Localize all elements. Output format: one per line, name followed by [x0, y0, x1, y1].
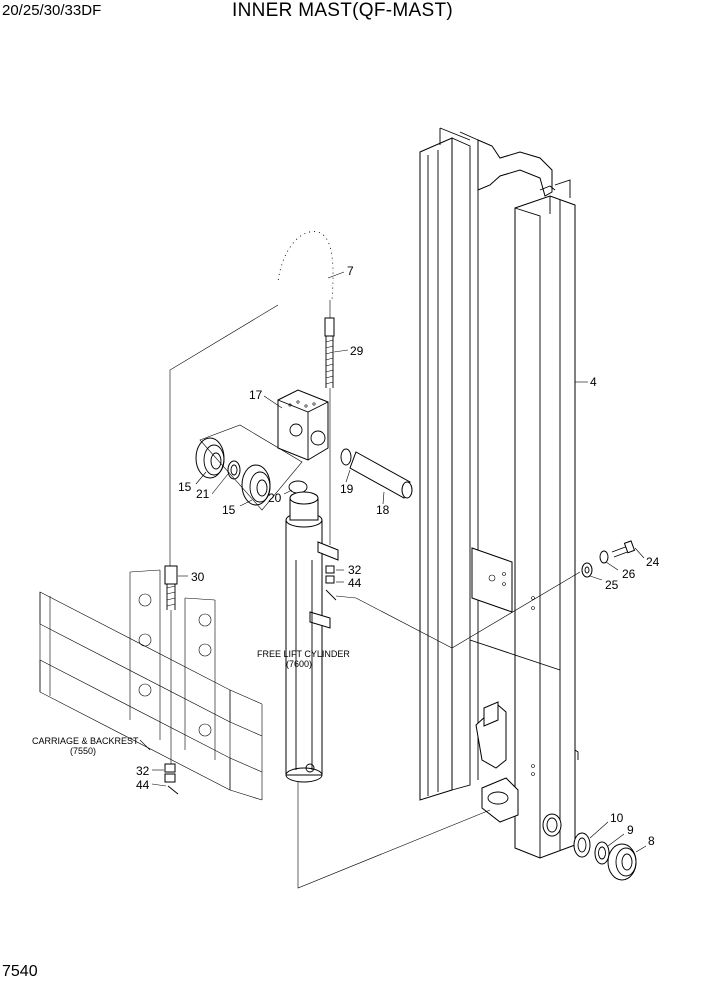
- free-lift-cylinder[interactable]: [285, 491, 339, 783]
- roller-bracket[interactable]: [277, 389, 329, 461]
- lift-chain[interactable]: [276, 230, 335, 301]
- page-number: 7540: [2, 963, 38, 980]
- nuts-32-lower[interactable]: [164, 763, 176, 783]
- callout-25[interactable]: 25: [605, 578, 619, 592]
- roller-15-upper[interactable]: [195, 437, 225, 479]
- snap-ring-20[interactable]: [288, 480, 308, 494]
- washer-21[interactable]: [227, 460, 241, 480]
- callout-18[interactable]: 18: [376, 503, 390, 517]
- callout-21[interactable]: 21: [196, 487, 210, 501]
- callout-17[interactable]: 17: [249, 388, 263, 402]
- bolt-24[interactable]: [611, 540, 636, 558]
- callout-26[interactable]: 26: [622, 567, 636, 581]
- leader-lines: [139, 271, 647, 889]
- callout-44-upper[interactable]: 44: [348, 576, 362, 590]
- callout-30[interactable]: 30: [191, 570, 205, 584]
- callout-20[interactable]: 20: [268, 491, 282, 505]
- cotter-pin-44-lower[interactable]: [167, 785, 179, 795]
- callouts: 4 7 29 17 15 21 20 15 19 18 30 32 44 32 …: [136, 264, 660, 848]
- carriage-backrest-code[interactable]: (7550): [70, 746, 96, 756]
- callout-32-lower[interactable]: 32: [136, 764, 150, 778]
- callout-32-upper[interactable]: 32: [348, 563, 362, 577]
- bearing-8[interactable]: [607, 843, 637, 881]
- callout-4[interactable]: 4: [590, 375, 597, 389]
- page-title: INNER MAST(QF-MAST): [232, 0, 454, 21]
- nuts-32-upper[interactable]: [325, 565, 335, 584]
- callout-44-lower[interactable]: 44: [136, 778, 150, 792]
- free-lift-cylinder-code[interactable]: (7600): [286, 659, 312, 669]
- adjusting-bolt-30[interactable]: [164, 565, 178, 610]
- callout-15-upper[interactable]: 15: [178, 480, 192, 494]
- cotter-pin-44-upper[interactable]: [325, 589, 337, 601]
- callout-10[interactable]: 10: [610, 811, 624, 825]
- carriage-backrest[interactable]: [39, 569, 263, 801]
- roller-15-lower[interactable]: [241, 464, 271, 506]
- washer-10[interactable]: [573, 832, 591, 858]
- callout-19[interactable]: 19: [340, 482, 354, 496]
- callout-7[interactable]: 7: [347, 264, 354, 278]
- carriage-backrest-label[interactable]: CARRIAGE & BACKREST: [32, 736, 139, 746]
- model-code: 20/25/30/33DF: [2, 2, 102, 19]
- roller-shaft-18[interactable]: [349, 451, 413, 499]
- chain-anchor-bolt[interactable]: [324, 317, 335, 388]
- snap-ring-19[interactable]: [340, 448, 352, 466]
- washer-25[interactable]: [581, 562, 593, 578]
- reference-labels: FREE LIFT CYLINDER (7600) CARRIAGE & BAC…: [32, 649, 350, 756]
- free-lift-cylinder-label[interactable]: FREE LIFT CYLINDER: [257, 649, 350, 659]
- shim-9[interactable]: [594, 841, 610, 865]
- callout-15-lower[interactable]: 15: [222, 503, 236, 517]
- callout-29[interactable]: 29: [350, 344, 364, 358]
- callout-8[interactable]: 8: [648, 834, 655, 848]
- inner-mast[interactable]: [419, 127, 579, 859]
- callout-9[interactable]: 9: [627, 823, 634, 837]
- washer-26[interactable]: [599, 550, 609, 564]
- callout-24[interactable]: 24: [646, 555, 660, 569]
